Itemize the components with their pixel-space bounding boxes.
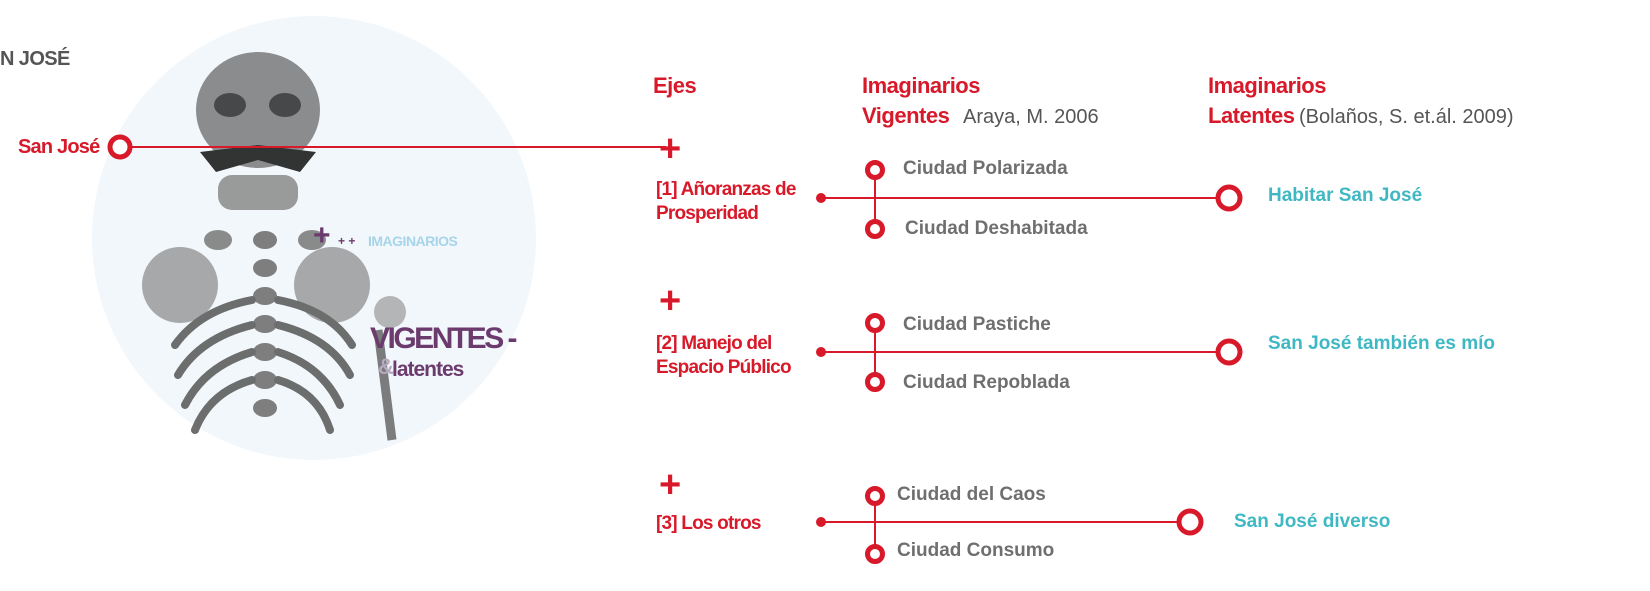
axis-3-node[interactable]: [816, 517, 826, 527]
header-vigentes-line1: Imaginarios: [862, 73, 980, 98]
vigente-node[interactable]: [865, 313, 885, 333]
badge-latentes: latentes: [392, 358, 464, 381]
axis-2-node[interactable]: [816, 347, 826, 357]
axis-label: [3] Los otros: [656, 513, 761, 534]
root-node[interactable]: [107, 134, 133, 160]
badge-imaginarios: IMAGINARIOS: [368, 233, 458, 249]
vigente-label: Ciudad Pastiche: [903, 314, 1051, 335]
vigente-label: Ciudad Polarizada: [903, 158, 1068, 179]
root-label: San José: [18, 136, 100, 158]
small-plus-text: + +: [338, 234, 356, 248]
vigente-node[interactable]: [865, 544, 885, 564]
header-vigentes-line2: Vigentes: [862, 103, 950, 128]
header-latentes-line2: Latentes: [1208, 103, 1295, 128]
vigente-node[interactable]: [865, 486, 885, 506]
header-vigentes-ref: Araya, M. 2006: [963, 106, 1099, 128]
vigente-label: Ciudad Repoblada: [903, 372, 1070, 393]
latente-node[interactable]: [1215, 338, 1243, 366]
header-latentes-line1: Imaginarios: [1208, 73, 1326, 98]
vigente-node[interactable]: [865, 372, 885, 392]
vigente-label: Ciudad del Caos: [897, 484, 1046, 505]
vigente-label: Ciudad Consumo: [897, 540, 1055, 561]
axis-label: [1] Añoranzas de: [656, 179, 796, 200]
latente-label: San José diverso: [1234, 511, 1391, 532]
axis-1-node[interactable]: [816, 193, 826, 203]
badge-amp: &: [378, 354, 394, 379]
plus-icon: +: [659, 280, 682, 322]
latente-node[interactable]: [1176, 508, 1204, 536]
vigente-label: Ciudad Deshabitada: [905, 218, 1088, 239]
axis-label: Prosperidad: [656, 203, 759, 224]
header-ejes: Ejes: [653, 73, 697, 98]
plus-icon: +: [659, 128, 682, 170]
latente-label: Habitar San José: [1268, 185, 1423, 206]
page-heading-fragment: N JOSÉ: [0, 48, 70, 70]
header-latentes-ref: (Bolaños, S. et.ál. 2009): [1299, 106, 1514, 128]
axis-label: Espacio Público: [656, 357, 792, 378]
plus-icon: +: [659, 464, 682, 506]
latente-node[interactable]: [1215, 184, 1243, 212]
plus-icon: +: [313, 219, 331, 252]
axis-label: [2] Manejo del: [656, 333, 772, 354]
vigente-node[interactable]: [865, 219, 885, 239]
skeleton-illustration: [142, 52, 406, 441]
badge-vigentes: VIGENTES -: [370, 322, 518, 355]
latente-label: San José también es mío: [1268, 333, 1496, 354]
vigente-node[interactable]: [865, 160, 885, 180]
